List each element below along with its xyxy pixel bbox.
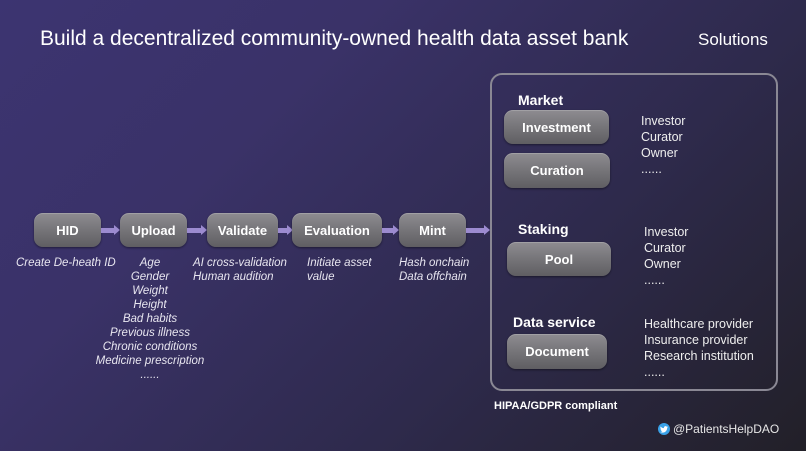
role-item: Investor: [644, 225, 689, 239]
mint-step-button[interactable]: Mint: [399, 213, 466, 247]
description-line: Height: [133, 299, 167, 311]
description-line: Medicine prescription: [95, 355, 205, 367]
solutions-panel: [490, 73, 778, 391]
description-line: Gender: [130, 271, 170, 283]
description-line: AI cross-validation: [193, 257, 287, 269]
data-service-title: Data service: [513, 314, 596, 330]
role-item: Insurance provider: [644, 333, 748, 347]
compliance-note: HIPAA/GDPR compliant: [494, 400, 618, 412]
upload-step-button[interactable]: Upload: [120, 213, 187, 247]
investment-button[interactable]: Investment: [504, 110, 609, 144]
hid-step-button[interactable]: HID: [34, 213, 101, 247]
twitter-handle[interactable]: @PatientsHelpDAO: [673, 422, 780, 436]
description-line: value: [307, 271, 335, 283]
arrow-icon: [278, 225, 293, 235]
role-item: Curator: [644, 241, 686, 255]
role-item: Owner: [644, 257, 681, 271]
upload-description: Age Gender Weight Height Bad habits Prev…: [90, 256, 210, 382]
description-line: Create De-heath ID: [16, 257, 116, 269]
role-item: Owner: [641, 146, 678, 160]
role-item: ......: [641, 162, 662, 176]
hid-description: Create De-heath ID: [16, 256, 116, 270]
description-line: Previous illness: [110, 327, 190, 339]
twitter-icon: [658, 423, 670, 435]
curation-button[interactable]: Curation: [504, 153, 610, 188]
staking-roles: Investor Curator Owner ......: [644, 224, 688, 288]
document-button[interactable]: Document: [507, 334, 607, 369]
mint-description: Hash onchain Data offchain: [399, 256, 469, 284]
description-line: ......: [140, 369, 160, 381]
data-service-roles: Healthcare provider Insurance provider R…: [644, 316, 754, 380]
arrow-icon: [187, 225, 207, 235]
arrow-icon: [101, 225, 120, 235]
description-line: Human audition: [193, 271, 274, 283]
description-line: Hash onchain: [399, 257, 470, 269]
evaluation-step-button[interactable]: Evaluation: [292, 213, 382, 247]
description-line: Bad habits: [122, 313, 178, 325]
role-item: ......: [644, 273, 665, 287]
role-item: Healthcare provider: [644, 317, 754, 331]
description-line: Age: [139, 257, 161, 269]
social-handle[interactable]: @PatientsHelpDAO: [658, 422, 779, 436]
role-item: Investor: [641, 114, 686, 128]
role-item: ......: [644, 365, 665, 379]
description-line: Initiate asset: [307, 257, 372, 269]
market-roles: Investor Curator Owner ......: [641, 113, 685, 177]
role-item: Curator: [641, 130, 683, 144]
arrow-icon: [382, 225, 399, 235]
pool-button[interactable]: Pool: [507, 242, 611, 276]
page-title: Build a decentralized community-owned he…: [40, 27, 629, 50]
staking-title: Staking: [518, 221, 569, 237]
validate-step-button[interactable]: Validate: [207, 213, 278, 247]
description-line: Data offchain: [399, 271, 467, 283]
market-title: Market: [518, 92, 564, 108]
validate-description: AI cross-validation Human audition: [193, 256, 287, 284]
role-item: Research institution: [644, 349, 754, 363]
evaluation-description: Initiate asset value: [307, 256, 372, 284]
description-line: Chronic conditions: [102, 341, 198, 353]
description-line: Weight: [132, 285, 168, 297]
arrow-icon: [466, 225, 490, 235]
solutions-heading: Solutions: [698, 30, 768, 49]
